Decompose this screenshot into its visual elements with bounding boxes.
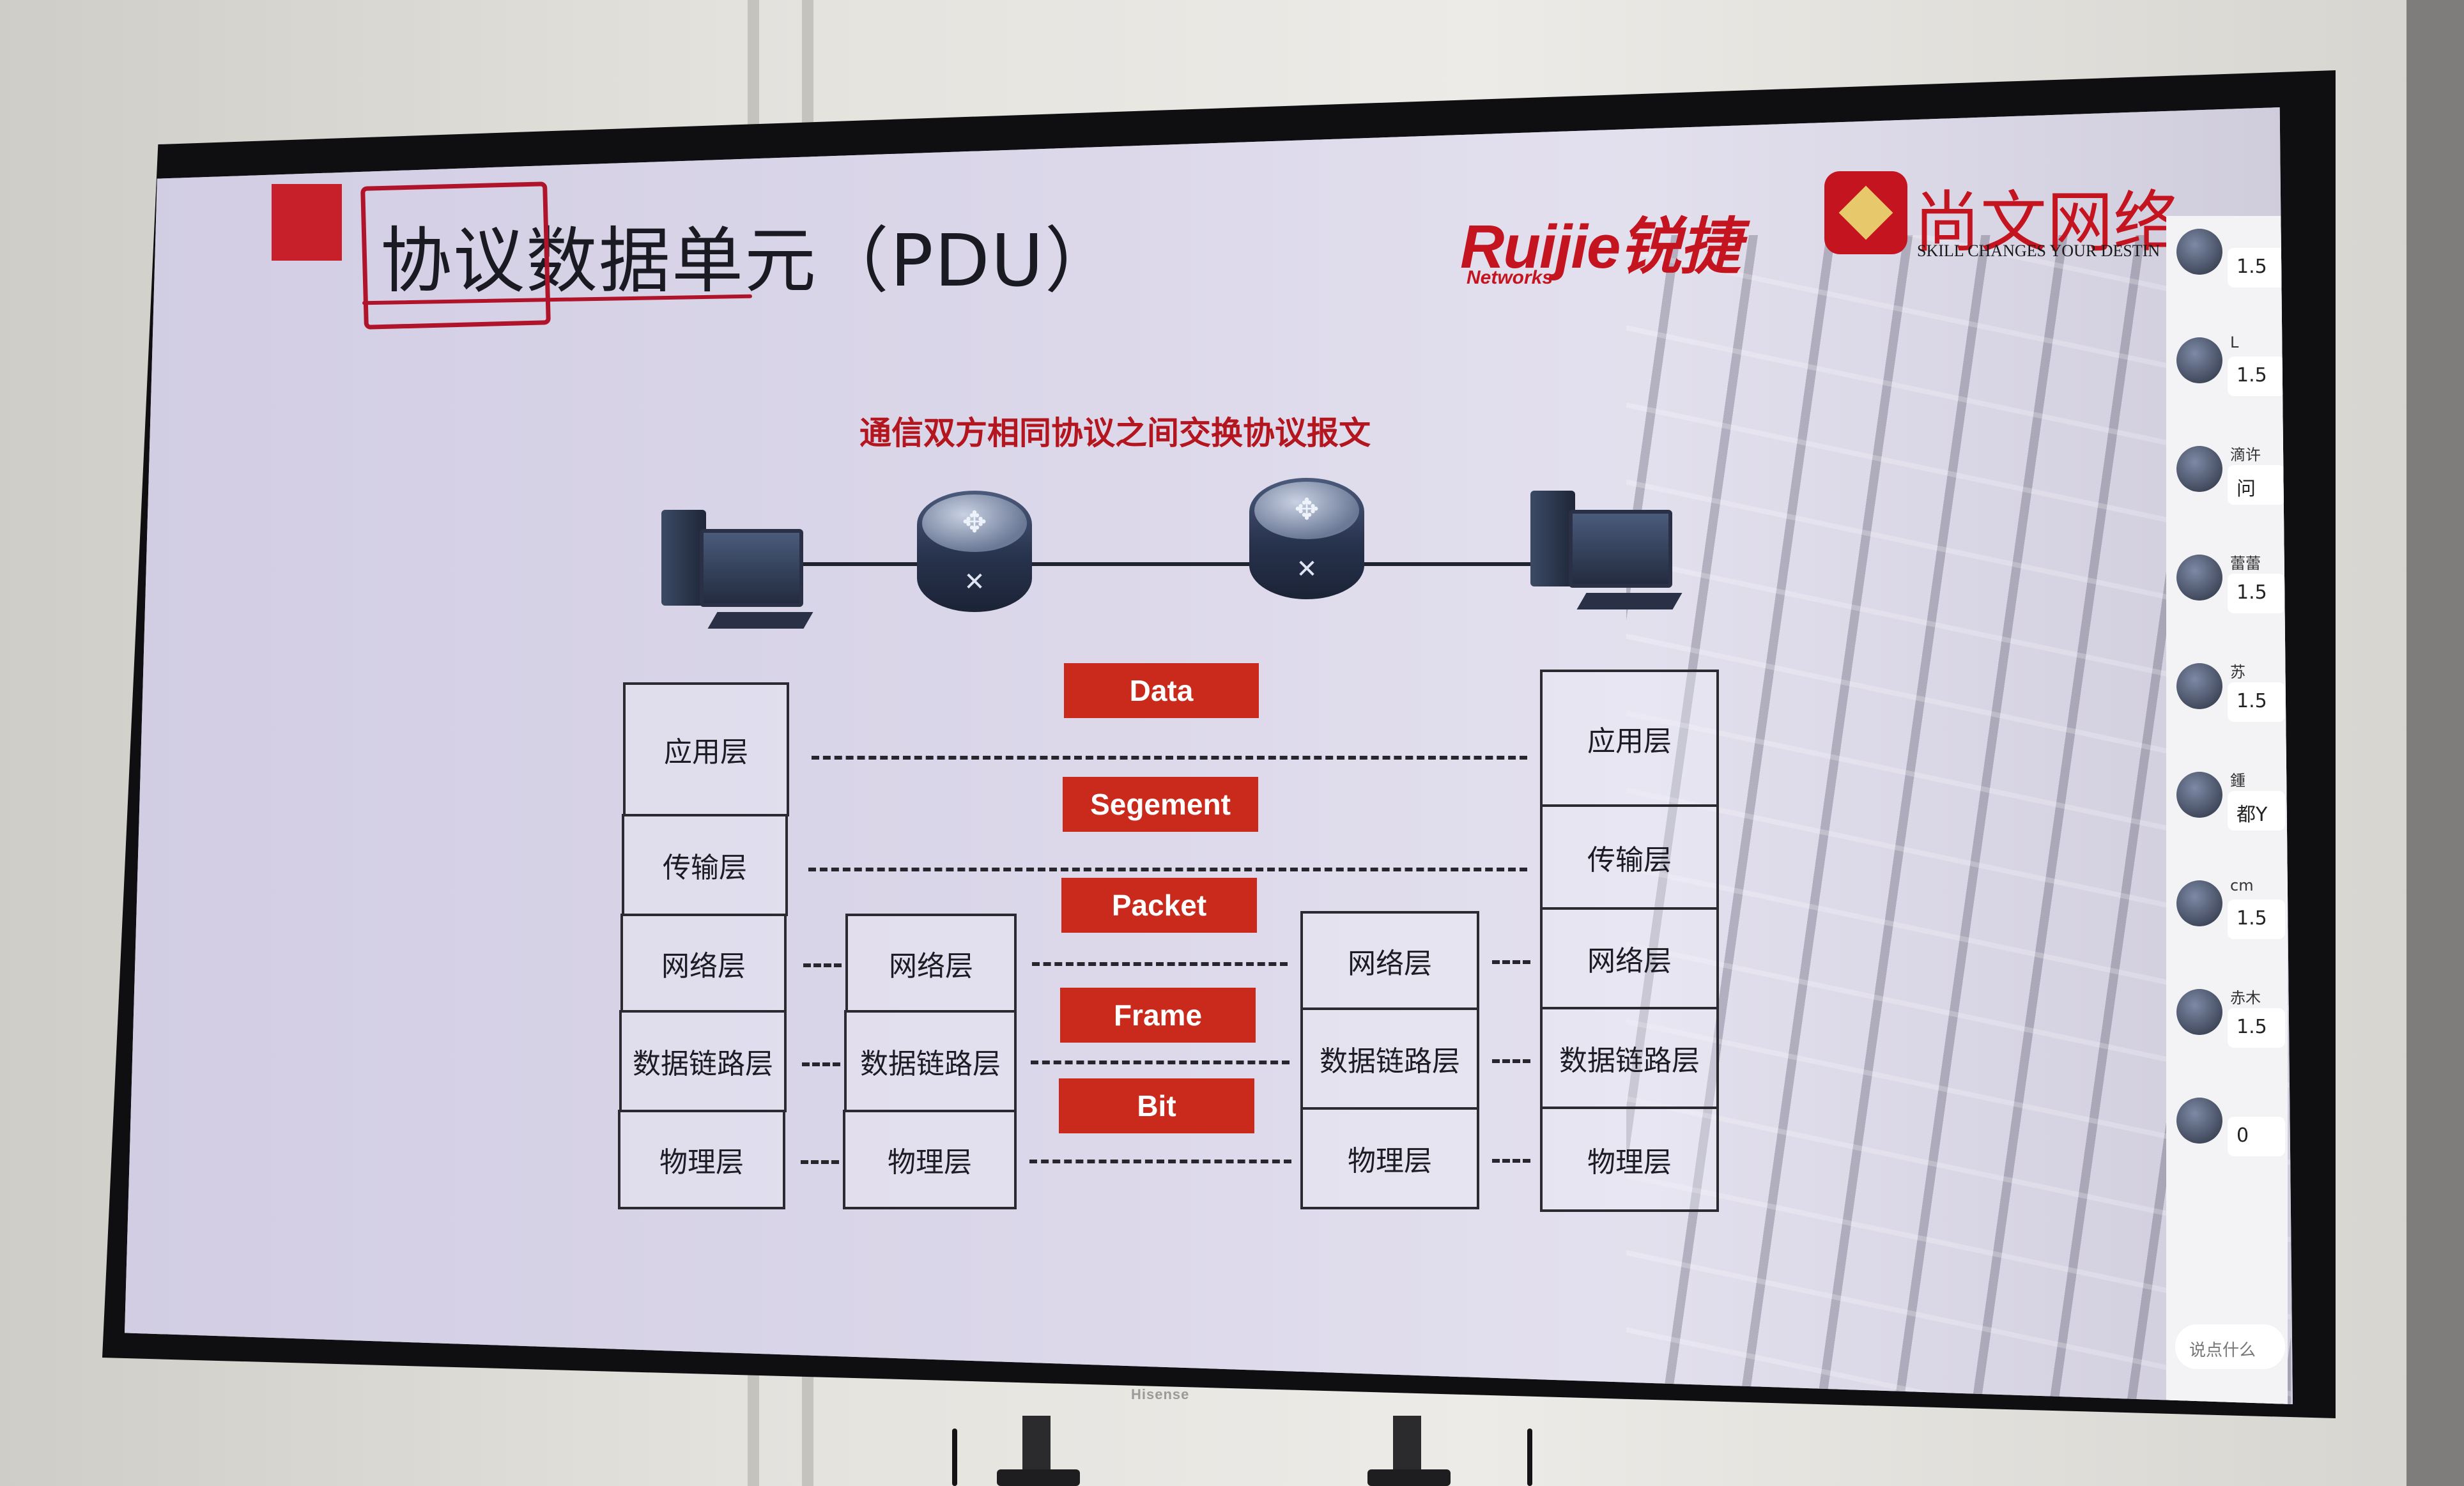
handwritten-annotation-box <box>360 181 551 330</box>
avatar <box>2176 880 2222 926</box>
pdu-label-bit: Bit <box>1059 1078 1254 1133</box>
peer-link-physical <box>801 1160 839 1164</box>
chat-message: L 1.5 <box>2166 325 2288 420</box>
peer-link-network <box>1492 960 1530 964</box>
pdu-label-data: Data <box>1064 663 1259 718</box>
layer-application: 应用层 <box>1540 670 1719 807</box>
peer-link-datalink <box>1492 1059 1530 1063</box>
peer-link-physical <box>1029 1160 1291 1163</box>
layer-network: 网络层 <box>620 914 787 1013</box>
cable <box>952 1429 957 1486</box>
slide-subtitle: 通信双方相同协议之间交换协议报文 <box>859 415 1371 452</box>
chat-text: 0 <box>2228 1117 2285 1156</box>
pdu-label-frame: Frame <box>1060 988 1256 1043</box>
avatar <box>2176 1098 2222 1144</box>
layer-datalink: 数据链路层 <box>844 1010 1017 1112</box>
peer-link-network <box>1032 962 1288 966</box>
tv-brand: Hisense <box>1131 1386 1190 1402</box>
peer-link-transport <box>808 868 1527 871</box>
chat-text: 都Y <box>2228 791 2285 831</box>
avatar <box>2176 555 2222 601</box>
avatar <box>2176 337 2222 383</box>
chat-text: 1.5 <box>2228 682 2285 722</box>
peer-link-application <box>812 756 1527 760</box>
shangwen-logo-text: 尚文网络 <box>1914 183 2180 261</box>
chat-username: 蕾蕾 <box>2230 555 2261 572</box>
peer-link-physical <box>1492 1159 1530 1163</box>
chat-message: 鍾 都Y <box>2166 759 2288 855</box>
chat-text: 1.5 <box>2228 356 2285 396</box>
chat-username: 滴许 <box>2230 446 2261 464</box>
chat-text: 问 <box>2228 465 2285 505</box>
chat-message: 0 <box>2166 1085 2288 1181</box>
doorframe <box>2406 0 2464 1486</box>
layer-application: 应用层 <box>623 682 789 816</box>
layer-network: 网络层 <box>1300 911 1479 1010</box>
avatar <box>2176 772 2222 818</box>
layer-datalink: 数据链路层 <box>1300 1007 1479 1110</box>
ruijie-logo: Ruijie锐捷 <box>1460 213 1741 281</box>
title-accent-block <box>272 184 342 261</box>
layer-physical: 物理层 <box>1300 1107 1479 1209</box>
network-link <box>776 562 1620 566</box>
layer-physical: 物理层 <box>843 1110 1017 1209</box>
stand-base-left <box>997 1469 1080 1486</box>
layer-transport: 传输层 <box>1540 804 1719 910</box>
chat-message: 滴许 问 <box>2166 433 2288 529</box>
layer-datalink: 数据链路层 <box>1540 1007 1719 1109</box>
chat-message: cm 1.5 <box>2166 868 2288 963</box>
tv-screen: 协议数据单元（PDU） Ruijie锐捷 Networks 尚文网络 SKILL… <box>125 107 2293 1404</box>
chat-message: 赤木 1.5 <box>2166 976 2288 1072</box>
layer-transport: 传输层 <box>622 814 788 916</box>
chat-username: cm <box>2230 877 2254 894</box>
chat-text: 1.5 <box>2228 1008 2285 1048</box>
chat-text: 1.5 <box>2228 900 2285 939</box>
chat-text: 1.5 <box>2228 574 2285 613</box>
shangwen-logo-sub: SKILL CHANGES YOUR DESTIN <box>1917 241 2160 260</box>
layer-network: 网络层 <box>1540 907 1719 1009</box>
shangwen-logo-icon <box>1824 171 1907 254</box>
peer-link-network <box>803 963 842 967</box>
layer-physical: 物理层 <box>1540 1107 1719 1212</box>
avatar <box>2176 663 2222 709</box>
cable <box>1527 1429 1532 1486</box>
chat-username: L <box>2230 333 2239 351</box>
stand-base-right <box>1367 1469 1451 1486</box>
layer-physical: 物理层 <box>618 1110 785 1209</box>
avatar <box>2176 989 2222 1035</box>
chat-username: 苏 <box>2230 663 2245 681</box>
chat-input[interactable]: 说点什么 <box>2175 1324 2285 1369</box>
avatar <box>2176 229 2222 275</box>
chat-username: 鍾 <box>2230 772 2245 790</box>
chat-username: 赤木 <box>2230 989 2261 1007</box>
peer-link-datalink <box>1031 1061 1290 1064</box>
layer-network: 网络层 <box>845 914 1017 1013</box>
layer-datalink: 数据链路层 <box>619 1010 787 1112</box>
chat-message: 苏 1.5 <box>2166 650 2288 746</box>
pdu-label-segment: Segement <box>1063 777 1258 832</box>
avatar <box>2176 446 2222 492</box>
chat-text: 1.5 <box>2228 248 2285 287</box>
chat-message: 1.5 <box>2166 216 2288 312</box>
ruijie-logo-sub: Networks <box>1467 267 1553 288</box>
slide-title: 协议数据单元（PDU） <box>380 220 1118 303</box>
live-chat-panel: 1.5 L 1.5 滴许 问 蕾蕾 1.5 苏 1.5 鍾 都Y <box>2166 216 2288 1404</box>
peer-link-datalink <box>802 1062 840 1066</box>
chat-message: 蕾蕾 1.5 <box>2166 542 2288 638</box>
pdu-label-packet: Packet <box>1061 878 1257 933</box>
